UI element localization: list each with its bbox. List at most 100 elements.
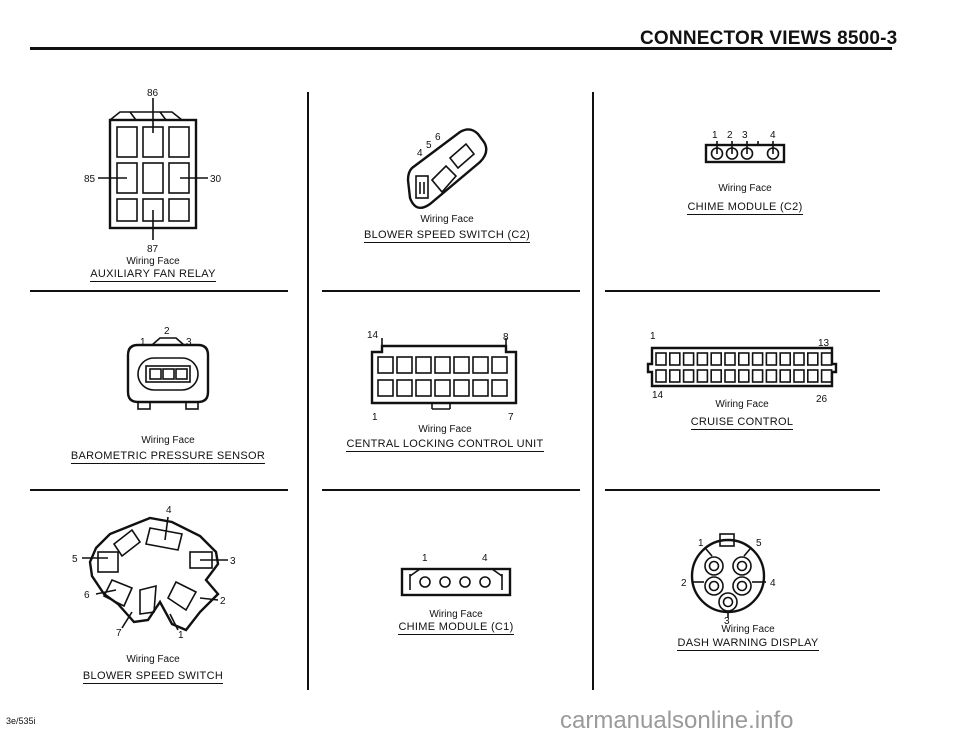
central-locking-pin-1: 1 bbox=[372, 412, 378, 423]
blower-pin-6: 6 bbox=[84, 590, 90, 601]
dash-warning-pin-2: 2 bbox=[681, 578, 687, 589]
blower-pin-1: 1 bbox=[178, 630, 184, 641]
row-divider-1-middle bbox=[322, 290, 580, 292]
cruise-top-cavity bbox=[696, 352, 709, 366]
blower-pin-4: 4 bbox=[166, 505, 172, 516]
blower-speed-switch-diagram: 4 5 3 6 2 7 1 bbox=[72, 505, 236, 641]
chime-c1-pin-4: 4 bbox=[482, 553, 488, 564]
dash-warning-title: DASH WARNING DISPLAY bbox=[677, 637, 819, 651]
auxiliary-fan-relay-diagram: 86 85 30 87 bbox=[84, 88, 222, 255]
central-locking-top-cavity bbox=[396, 356, 413, 374]
chime-c1-pin-1: 1 bbox=[422, 553, 428, 564]
dash-warning-pin-1: 1 bbox=[698, 538, 704, 549]
baro-pin-2: 2 bbox=[164, 326, 170, 337]
cruise-bottom-cavity bbox=[820, 369, 833, 383]
dash-warning-pin-4: 4 bbox=[770, 578, 776, 589]
central-locking-bottom-cavity bbox=[491, 379, 508, 397]
aux-fan-relay-pin-86: 86 bbox=[147, 88, 159, 99]
central-locking-bottom-cavity bbox=[453, 379, 470, 397]
cruise-top-cavity bbox=[737, 352, 750, 366]
dash-warning-pin-5: 5 bbox=[756, 538, 762, 549]
cruise-top-cavity bbox=[765, 352, 778, 366]
row-divider-1-left bbox=[30, 290, 288, 292]
cruise-top-cavity bbox=[779, 352, 792, 366]
blower-pin-3: 3 bbox=[230, 556, 236, 567]
central-locking-top-cavity bbox=[434, 356, 451, 374]
column-divider-right bbox=[592, 92, 594, 690]
aux-fan-relay-pin-85: 85 bbox=[84, 174, 96, 185]
central-locking-bottom-cavity bbox=[472, 379, 489, 397]
aux-fan-relay-pin-87: 87 bbox=[147, 244, 159, 255]
cruise-control-diagram: 1 13 14 26 bbox=[646, 331, 838, 405]
central-locking-bottom-cavity bbox=[377, 379, 394, 397]
chime-c2-pin-2: 2 bbox=[727, 130, 733, 141]
cruise-top-cavity bbox=[820, 352, 833, 366]
aux-fan-relay-title: AUXILIARY FAN RELAY bbox=[90, 268, 216, 282]
central-locking-top-cavity bbox=[491, 356, 508, 374]
central-locking-bottom-cavity bbox=[415, 379, 432, 397]
central-locking-face-label: Wiring Face bbox=[418, 424, 472, 435]
cruise-pin-26: 26 bbox=[816, 394, 828, 405]
cruise-bottom-cavity bbox=[682, 369, 695, 383]
cruise-top-cavity bbox=[793, 352, 805, 366]
footer-model-code: 3e/535i bbox=[6, 716, 36, 726]
blower-speed-switch-c2-diagram: 4 5 6 bbox=[406, 128, 488, 210]
cruise-bottom-cavity bbox=[737, 369, 750, 383]
central-locking-top-cavity bbox=[453, 356, 470, 374]
cruise-pin-1: 1 bbox=[650, 331, 656, 342]
blower-c2-face-label: Wiring Face bbox=[420, 214, 474, 225]
cruise-pin-13: 13 bbox=[818, 338, 830, 349]
cruise-bottom-cavity bbox=[793, 369, 805, 383]
chime-c1-title: CHIME MODULE (C1) bbox=[398, 621, 514, 635]
aux-fan-relay-pin-30: 30 bbox=[210, 174, 222, 185]
blower-face-label: Wiring Face bbox=[126, 654, 180, 665]
cruise-top-cavity bbox=[806, 352, 819, 366]
central-locking-pin-14: 14 bbox=[367, 330, 379, 341]
central-locking-bottom-cavity bbox=[396, 379, 413, 397]
row-divider-2-middle bbox=[322, 489, 580, 491]
blower-pin-2: 2 bbox=[220, 596, 226, 607]
chime-c1-face-label: Wiring Face bbox=[429, 609, 483, 620]
aux-fan-relay-face-label: Wiring Face bbox=[126, 256, 180, 267]
chime-module-c2-diagram: 1 2 3 4 bbox=[704, 130, 786, 164]
central-locking-top-cavity bbox=[377, 356, 394, 374]
central-locking-pin-7: 7 bbox=[508, 412, 514, 423]
chime-c2-pin-1: 1 bbox=[712, 130, 718, 141]
blower-pin-5: 5 bbox=[72, 554, 78, 565]
cruise-top-cavity bbox=[751, 352, 764, 366]
row-divider-2-right bbox=[605, 489, 880, 491]
central-locking-bottom-cavity bbox=[434, 379, 451, 397]
baro-pin-1: 1 bbox=[140, 337, 146, 348]
cruise-bottom-cavity bbox=[696, 369, 709, 383]
central-locking-diagram: 14 8 1 7 bbox=[367, 330, 518, 423]
chime-c2-title: CHIME MODULE (C2) bbox=[687, 201, 803, 215]
cruise-top-cavity bbox=[710, 352, 723, 366]
chime-module-c1-diagram: 1 4 bbox=[400, 553, 512, 597]
baro-title: BAROMETRIC PRESSURE SENSOR bbox=[70, 450, 266, 464]
blower-c2-pin-6: 6 bbox=[435, 132, 441, 143]
cruise-bottom-cavity bbox=[779, 369, 792, 383]
blower-c2-pin-5: 5 bbox=[426, 140, 432, 151]
dash-warning-pin-3: 3 bbox=[724, 616, 730, 627]
central-locking-top-cavity bbox=[472, 356, 489, 374]
blower-title: BLOWER SPEED SWITCH bbox=[82, 670, 224, 684]
row-divider-1-right bbox=[605, 290, 880, 292]
central-locking-title: CENTRAL LOCKING CONTROL UNIT bbox=[346, 438, 544, 452]
column-divider-left bbox=[307, 92, 309, 690]
cruise-bottom-cavity bbox=[724, 369, 736, 383]
cruise-bottom-cavity bbox=[668, 369, 681, 383]
cruise-face-label: Wiring Face bbox=[715, 399, 769, 410]
cruise-bottom-cavity bbox=[751, 369, 764, 383]
baro-face-label: Wiring Face bbox=[141, 435, 195, 446]
barometric-sensor-diagram: 1 2 3 bbox=[126, 326, 210, 410]
chime-c2-pin-3: 3 bbox=[742, 130, 748, 141]
dash-warning-display-diagram: 1 5 2 4 3 bbox=[681, 533, 776, 627]
dash-warning-face-label: Wiring Face bbox=[721, 624, 775, 635]
cruise-top-cavity bbox=[724, 352, 736, 366]
cruise-bottom-cavity bbox=[806, 369, 819, 383]
cruise-top-cavity bbox=[682, 352, 695, 366]
blower-c2-title: BLOWER SPEED SWITCH (C2) bbox=[363, 229, 531, 243]
blower-pin-7: 7 bbox=[116, 628, 122, 639]
cruise-bottom-cavity bbox=[655, 369, 667, 383]
